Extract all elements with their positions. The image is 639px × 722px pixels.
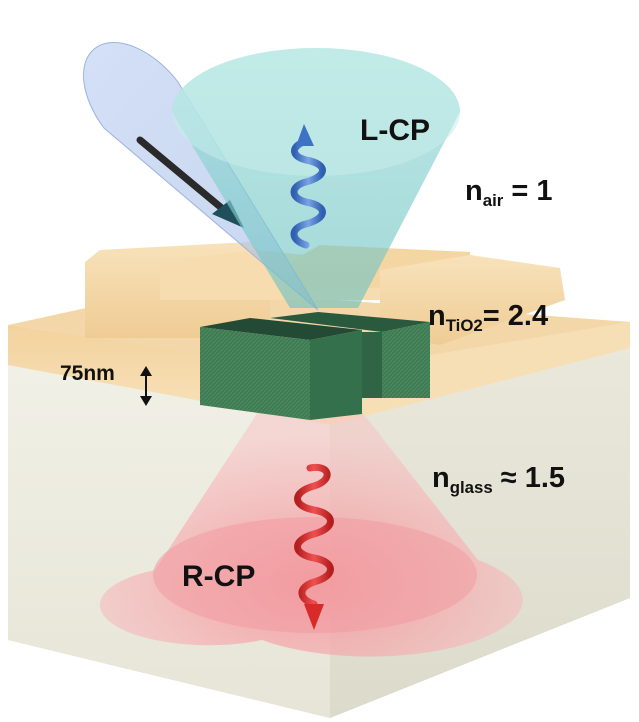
thickness-arrow-bottom (140, 396, 152, 406)
red-cone-base (153, 517, 477, 633)
air-index-symbol: n (465, 175, 483, 207)
thickness-arrow (140, 366, 152, 406)
r-cp-label: R-CP (182, 560, 256, 593)
glass-index-subscript: glass (449, 477, 493, 497)
tio2-side-face (330, 322, 630, 425)
thickness-label: 75nm (60, 362, 115, 385)
antenna-dimer (200, 312, 430, 420)
blue-helix-arrowhead (296, 124, 314, 146)
antenna-right-front (360, 332, 382, 398)
thickness-arrow-top (140, 366, 152, 376)
l-cp-helix (290, 124, 326, 249)
incident-arrow-shaft (136, 136, 234, 219)
glass-index-symbol: n (432, 462, 450, 494)
r-cp-helix (294, 463, 334, 630)
antenna-left-front (200, 327, 310, 420)
air-index-value: = 1 (503, 175, 553, 207)
tio2-index-subscript: TiO2 (445, 315, 483, 335)
blue-helix-coil (290, 138, 326, 249)
incident-arrow-head (212, 200, 244, 228)
tio2-index-value: = 2.4 (482, 300, 549, 332)
antenna-top-left (200, 318, 362, 340)
antenna-right-side (382, 322, 430, 398)
cyan-cone-top (172, 48, 460, 176)
air-index-subscript: air (482, 190, 504, 210)
glass-index-value: ≈ 1.5 (492, 462, 566, 494)
tio2-index-label: nTiO2= 2.4 (428, 300, 548, 336)
antenna-left-side (310, 330, 362, 420)
glass-index-label: nglass ≈ 1.5 (432, 462, 565, 498)
red-helix-coil (294, 463, 334, 608)
tio2-index-symbol: n (428, 300, 446, 332)
antenna-top-right (270, 312, 430, 332)
red-helix-arrowhead (304, 604, 324, 630)
air-index-label: nair = 1 (465, 175, 552, 211)
l-cp-label: L-CP (360, 114, 430, 147)
